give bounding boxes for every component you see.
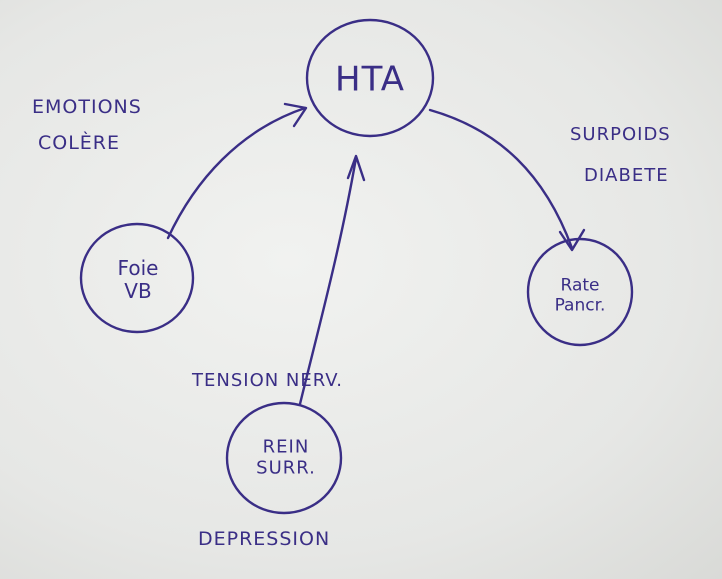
node-foie-vb-circle [79, 222, 195, 334]
label-surpoids: SURPOIDS [570, 124, 671, 145]
label-tension: TENSION NERV. [192, 370, 343, 391]
edge-rein-to-hta [298, 156, 358, 406]
node-foie-vb-label: Foie VB [117, 256, 159, 303]
label-diabete: DIABETE [584, 165, 669, 186]
node-rate-pancr-label: Rate Pancr. [554, 275, 606, 315]
node-hta-label: HTA [335, 59, 405, 100]
arrowhead-foie-to-hta [283, 102, 308, 128]
edge-hta-to-rate [428, 108, 574, 250]
label-colere: COLÈRE [38, 132, 121, 154]
node-rate-pancr-circle [526, 237, 634, 347]
node-rein-surr-circle [225, 401, 343, 515]
edge-foie-to-hta [166, 106, 307, 240]
label-depression: DEPRESSION [198, 528, 331, 550]
arrowhead-hta-to-rate [558, 228, 586, 252]
node-hta-circle [305, 18, 435, 138]
node-rein-surr-label: REIN SURR. [256, 436, 316, 478]
arrowhead-rein-to-hta [346, 154, 366, 182]
label-emotions: EMOTIONS [32, 96, 142, 118]
